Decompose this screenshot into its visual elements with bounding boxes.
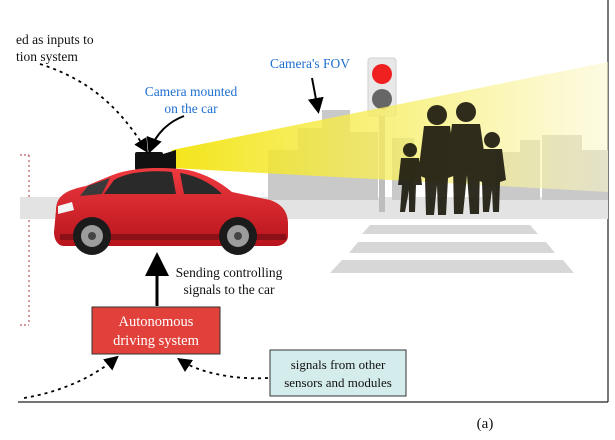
autonomous-line2: driving system xyxy=(113,333,200,349)
sensors-dashed-arrow xyxy=(177,358,269,380)
car xyxy=(54,168,288,255)
autonomous-driving-box xyxy=(91,306,221,355)
fov-label-arrow xyxy=(307,77,324,114)
pedestrians xyxy=(398,102,506,215)
camera-mounted-line1: Camera mounted xyxy=(145,84,238,99)
left-dashed-arrow xyxy=(23,355,119,399)
other-sensors-box xyxy=(269,349,407,397)
off-light-icon xyxy=(372,89,392,109)
other-sensors-line1: signals from other xyxy=(291,357,386,372)
camera-mounted-line2: on the car xyxy=(164,101,218,116)
autonomous-line1: Autonomous xyxy=(119,314,194,330)
sending-signals-line1: Sending controlling xyxy=(176,265,283,280)
camera-label-arrow xyxy=(146,115,185,154)
inputs-text-line1: ed as inputs to xyxy=(16,32,94,47)
crosswalk xyxy=(330,225,574,273)
sending-signals-line2: signals to the car xyxy=(183,282,275,297)
other-sensors-line2: sensors and modules xyxy=(284,375,392,390)
subfigure-label: (a) xyxy=(477,416,494,432)
red-light-icon xyxy=(372,64,392,84)
camera-fov-label: Camera's FOV xyxy=(270,56,350,71)
inputs-text-line2: tion system xyxy=(16,49,78,64)
inputs-dashed-arrow xyxy=(39,63,148,154)
